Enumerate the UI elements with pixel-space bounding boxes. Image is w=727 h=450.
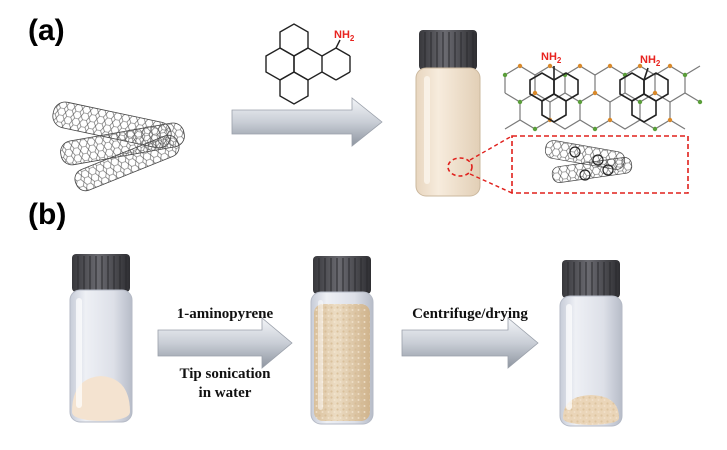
vial-initial-powder [69,254,133,423]
callout-line-top [469,135,513,161]
graphene-lattice-with-pyrene [502,63,703,132]
process-arrow-b2 [401,317,539,369]
panel-label-b: (b) [28,198,67,231]
amine-label-lattice-right: NH2 [640,54,661,68]
panel-label-a: (a) [28,14,65,47]
process-arrow-b1 [157,317,293,369]
vial-suspension [310,256,374,425]
amine-label-lattice-left: NH2 [541,51,562,65]
step1-reagent-label: 1-aminopyrene [176,306,274,322]
vial-dispersion [415,30,481,197]
amine-label-molecule: NH2 [334,29,355,43]
step1-condition-line1: Tip sonication [179,366,271,382]
aminopyrene-molecule [265,23,351,105]
callout-circle [447,157,473,177]
carbon-nanotube-bundle [52,101,185,192]
functionalized-cnt-zoom [544,140,633,183]
step1-condition-line2: in water [198,385,252,401]
callout-box [511,135,689,194]
vial-dried-powder [559,260,623,427]
process-arrow-a [231,97,383,147]
step2-label: Centrifuge/drying [412,306,528,322]
callout-line-bottom [469,173,513,194]
